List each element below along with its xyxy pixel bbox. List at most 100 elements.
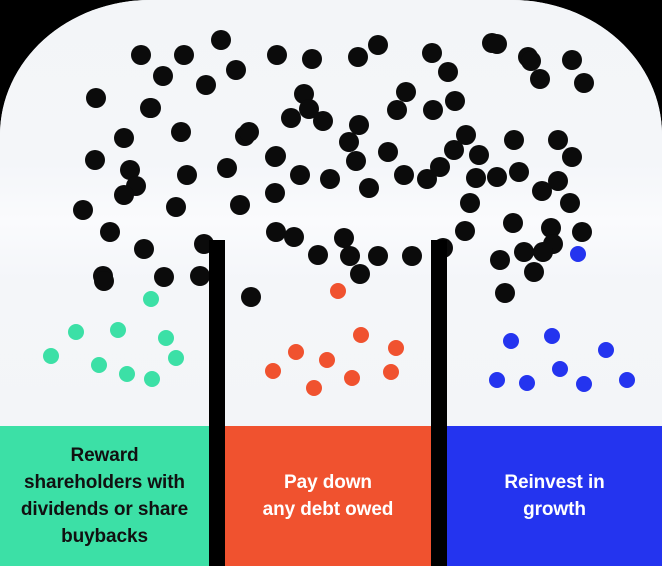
dot-unallocated-capital: [154, 267, 174, 287]
dot-unallocated-capital: [368, 246, 388, 266]
dot-unallocated-capital: [120, 160, 140, 180]
dot-unallocated-capital: [217, 158, 237, 178]
dot-unallocated-capital: [533, 242, 553, 262]
dot-pay-down-debt-capital: [353, 327, 369, 343]
dot-reinvest-in-growth-capital: [598, 342, 614, 358]
dot-reward-shareholders-capital: [119, 366, 135, 382]
dot-unallocated-capital: [190, 266, 210, 286]
dot-unallocated-capital: [171, 122, 191, 142]
dot-reinvest-in-growth-capital: [576, 376, 592, 392]
dot-unallocated-capital: [313, 111, 333, 131]
dot-unallocated-capital: [509, 162, 529, 182]
dot-unallocated-capital: [455, 221, 475, 241]
dot-unallocated-capital: [521, 51, 541, 71]
dot-pay-down-debt-capital: [344, 370, 360, 386]
dot-unallocated-capital: [134, 239, 154, 259]
dot-unallocated-capital: [265, 147, 285, 167]
dot-reinvest-in-growth-capital: [503, 333, 519, 349]
dot-unallocated-capital: [514, 242, 534, 262]
dot-reward-shareholders-capital: [91, 357, 107, 373]
dot-unallocated-capital: [339, 132, 359, 152]
dot-unallocated-capital: [469, 145, 489, 165]
dot-unallocated-capital: [503, 213, 523, 233]
dot-unallocated-capital: [562, 147, 582, 167]
dot-unallocated-capital: [456, 125, 476, 145]
dot-unallocated-capital: [340, 246, 360, 266]
dot-reinvest-in-growth-capital: [552, 361, 568, 377]
dot-unallocated-capital: [140, 98, 160, 118]
dot-unallocated-capital: [445, 91, 465, 111]
dot-reward-shareholders-capital: [43, 348, 59, 364]
dot-unallocated-capital: [422, 43, 442, 63]
dot-unallocated-capital: [131, 45, 151, 65]
dot-unallocated-capital: [100, 222, 120, 242]
dot-unallocated-capital: [402, 246, 422, 266]
dot-unallocated-capital: [73, 200, 93, 220]
dot-unallocated-capital: [86, 88, 106, 108]
dot-unallocated-capital: [266, 222, 286, 242]
dot-reinvest-in-growth-capital: [570, 246, 586, 262]
dot-unallocated-capital: [396, 82, 416, 102]
dot-unallocated-capital: [226, 60, 246, 80]
outcome-band-reward-shareholders[interactable]: Reward shareholders with dividends or sh…: [0, 426, 209, 566]
dot-pay-down-debt-capital: [265, 363, 281, 379]
dot-reward-shareholders-capital: [68, 324, 84, 340]
dot-unallocated-capital: [284, 227, 304, 247]
dot-unallocated-capital: [444, 140, 464, 160]
dot-unallocated-capital: [490, 250, 510, 270]
dot-reward-shareholders-capital: [158, 330, 174, 346]
dot-unallocated-capital: [438, 62, 458, 82]
dot-unallocated-capital: [302, 49, 322, 69]
dot-unallocated-capital: [532, 181, 552, 201]
dot-pay-down-debt-capital: [388, 340, 404, 356]
dot-reward-shareholders-capital: [143, 291, 159, 307]
outcome-band-pay-down-debt[interactable]: Pay down any debt owed: [225, 426, 431, 566]
divider-left: [209, 240, 225, 566]
dot-unallocated-capital: [562, 50, 582, 70]
dot-unallocated-capital: [85, 150, 105, 170]
dot-pay-down-debt-capital: [306, 380, 322, 396]
funnel-panel: [0, 0, 662, 426]
dot-unallocated-capital: [230, 195, 250, 215]
dot-unallocated-capital: [359, 178, 379, 198]
dot-unallocated-capital: [320, 169, 340, 189]
dot-unallocated-capital: [524, 262, 544, 282]
dot-reward-shareholders-capital: [168, 350, 184, 366]
dot-reward-shareholders-capital: [110, 322, 126, 338]
dot-unallocated-capital: [114, 128, 134, 148]
dot-unallocated-capital: [423, 100, 443, 120]
dot-unallocated-capital: [574, 73, 594, 93]
dot-pay-down-debt-capital: [288, 344, 304, 360]
outcome-band-label: Reward shareholders with dividends or sh…: [20, 445, 189, 547]
dot-unallocated-capital: [417, 169, 437, 189]
dot-unallocated-capital: [548, 130, 568, 150]
dot-unallocated-capital: [153, 66, 173, 86]
dot-reinvest-in-growth-capital: [519, 375, 535, 391]
dot-unallocated-capital: [348, 47, 368, 67]
dot-unallocated-capital: [241, 287, 261, 307]
dot-unallocated-capital: [541, 218, 561, 238]
outcome-band-reinvest-in-growth[interactable]: Reinvest in growth: [447, 426, 662, 566]
dot-unallocated-capital: [349, 115, 369, 135]
dot-unallocated-capital: [177, 165, 197, 185]
dot-unallocated-capital: [196, 75, 216, 95]
dot-unallocated-capital: [267, 45, 287, 65]
outcome-band-label: Pay down any debt owed: [262, 472, 394, 520]
dot-unallocated-capital: [466, 168, 486, 188]
dot-unallocated-capital: [572, 222, 592, 242]
dot-pay-down-debt-capital: [383, 364, 399, 380]
outcome-band-label: Reinvest in growth: [504, 472, 605, 520]
dot-unallocated-capital: [346, 151, 366, 171]
dot-unallocated-capital: [487, 167, 507, 187]
dot-unallocated-capital: [211, 30, 231, 50]
dot-unallocated-capital: [368, 35, 388, 55]
dot-unallocated-capital: [387, 100, 407, 120]
dot-unallocated-capital: [239, 122, 259, 142]
dot-unallocated-capital: [114, 185, 134, 205]
dot-unallocated-capital: [394, 165, 414, 185]
dot-unallocated-capital: [166, 197, 186, 217]
dot-pay-down-debt-capital: [330, 283, 346, 299]
dot-unallocated-capital: [350, 264, 370, 284]
dot-unallocated-capital: [281, 108, 301, 128]
